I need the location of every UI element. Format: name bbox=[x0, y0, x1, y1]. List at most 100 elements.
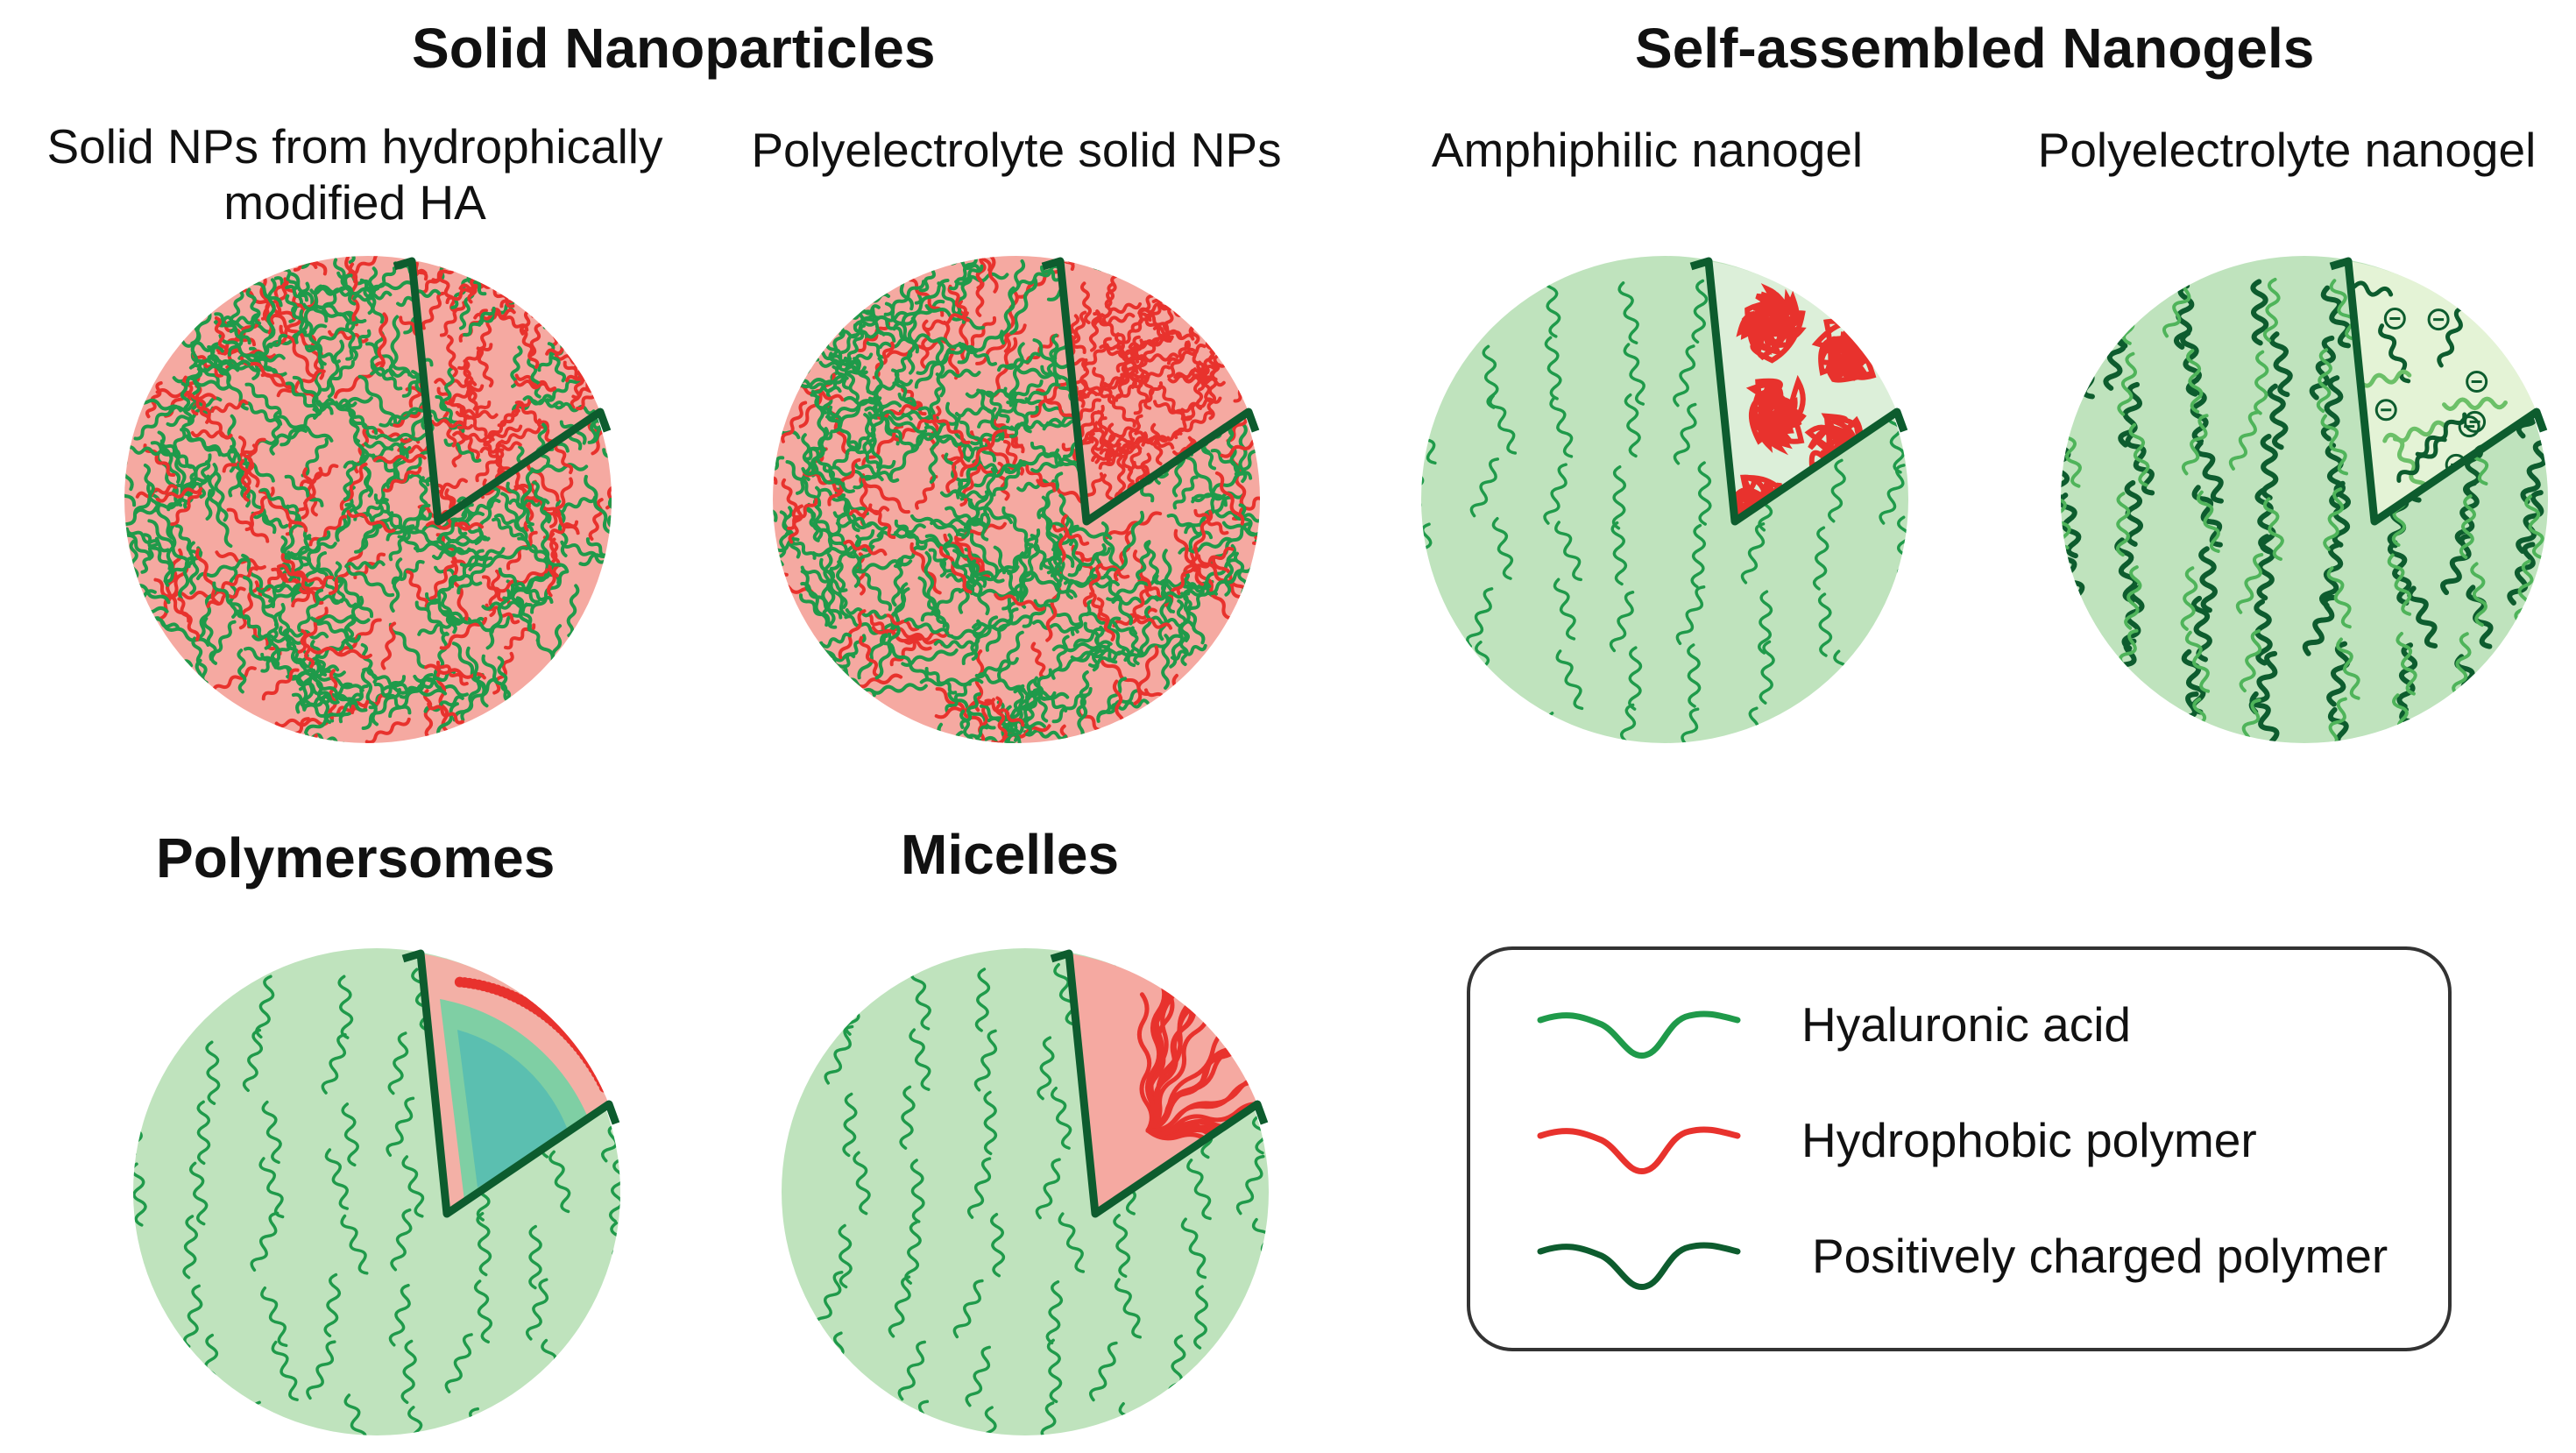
hydrophobic-polymer-chain bbox=[1235, 370, 1260, 400]
hydrophobic-polymer-chain bbox=[576, 331, 594, 366]
lipid-head bbox=[588, 1063, 598, 1074]
hydrophobic-domain bbox=[1816, 322, 1881, 380]
hydrophobic-polymer-chain bbox=[1256, 400, 1295, 408]
hyaluronic-acid-chain bbox=[2539, 648, 2555, 709]
heading-micelles: Micelles bbox=[901, 822, 1119, 887]
hyaluronic-acid-chain bbox=[2043, 379, 2070, 436]
hyaluronic-acid-chain bbox=[2535, 707, 2546, 769]
hydrophobic-polymer-chain bbox=[1225, 324, 1257, 347]
hyaluronic-acid-chain bbox=[1897, 718, 1909, 779]
hyaluronic-acid-chain bbox=[609, 1273, 624, 1334]
hydrophobic-polymer-chain bbox=[458, 233, 470, 272]
polymer-chain bbox=[2480, 213, 2501, 272]
hyaluronic-acid-chain bbox=[768, 980, 790, 1038]
hydrophobic-polymer-chain bbox=[1182, 224, 1189, 264]
hyaluronic-acid-chain bbox=[2537, 340, 2563, 397]
wavy-line-icon bbox=[1532, 985, 1742, 1064]
polymer-chain bbox=[315, 735, 329, 776]
hydrophobic-polymer-chain bbox=[1219, 351, 1256, 366]
hyaluronic-acid-chain bbox=[2061, 706, 2082, 766]
hyaluronic-acid-chain bbox=[766, 1347, 791, 1404]
hyaluronic-acid-chain bbox=[593, 1346, 612, 1406]
hyaluronic-acid-chain bbox=[585, 971, 611, 1028]
hyaluronic-acid-chain bbox=[1164, 1409, 1185, 1453]
hyaluronic-acid-chain bbox=[1408, 462, 1422, 523]
hydrophobic-polymer-chain bbox=[606, 245, 617, 284]
hydrophobic-polymer-chain bbox=[595, 238, 606, 277]
hyaluronic-acid-chain bbox=[2052, 762, 2071, 822]
charge-icon bbox=[2512, 322, 2531, 342]
hyaluronic-acid-chain bbox=[139, 1347, 159, 1407]
hydrophobic-polymer-chain bbox=[1229, 304, 1268, 315]
hyaluronic-acid-chain bbox=[754, 1161, 775, 1220]
hydrophobic-polymer-chain bbox=[563, 271, 588, 302]
hyaluronic-acid-chain bbox=[1267, 1272, 1289, 1331]
wavy-line bbox=[1540, 1245, 1737, 1287]
hydrophobic-polymer-chain bbox=[1187, 272, 1214, 301]
legend: Hyaluronic acid Hydrophobic polymer Posi… bbox=[1467, 946, 2452, 1351]
wavy-line-icon bbox=[1532, 1101, 1742, 1180]
hyaluronic-acid-chain bbox=[128, 978, 141, 1039]
wavy-line-icon bbox=[1532, 1216, 1742, 1295]
hyaluronic-acid-chain bbox=[2045, 692, 2063, 753]
hydrophobic-polymer-chain bbox=[576, 308, 609, 329]
hydrophobic-polymer-chain bbox=[1153, 263, 1191, 277]
hydrophobic-polymer-chain bbox=[1256, 373, 1263, 413]
legend-item-hydrophobic-polymer: Hydrophobic polymer bbox=[1532, 1101, 2257, 1180]
hydrophobic-polymer-chain bbox=[1241, 324, 1275, 345]
hydrophobic-polymer-chain bbox=[598, 289, 634, 305]
hydrophobic-polymer-chain bbox=[1242, 372, 1277, 391]
hyaluronic-acid-chain bbox=[166, 977, 193, 1033]
hyaluronic-acid-chain bbox=[2535, 637, 2560, 694]
hydrophobic-polymer-chain bbox=[579, 306, 612, 328]
hydrophobic-polymer-chain bbox=[540, 260, 579, 269]
hydrophobic-polymer-chain bbox=[1214, 250, 1222, 289]
polymer-chain bbox=[938, 725, 946, 781]
hydrophobic-polymer-chain bbox=[552, 308, 568, 345]
hyaluronic-acid-chain bbox=[1409, 347, 1423, 408]
hydrophobic-polymer-chain bbox=[1237, 277, 1260, 309]
legend-item-hyaluronic-acid: Hyaluronic acid bbox=[1532, 985, 2131, 1064]
micelle-diagram bbox=[762, 938, 1288, 1446]
hyaluronic-acid-chain bbox=[2516, 755, 2544, 811]
polyelectrolyte-solid-np-diagram bbox=[754, 245, 1279, 754]
hydrophobic-polymer-chain bbox=[541, 291, 566, 322]
hyaluronic-acid-chain bbox=[612, 1223, 625, 1285]
hyaluronic-acid-chain bbox=[1405, 651, 1417, 712]
hyaluronic-acid-chain bbox=[108, 1408, 125, 1453]
hydrophobic-polymer-chain bbox=[553, 230, 575, 264]
hyaluronic-acid-chain bbox=[1900, 280, 1918, 340]
polyelectrolyte-nanogel-diagram bbox=[2042, 245, 2567, 754]
hydrophobic-polymer-chain bbox=[1259, 322, 1298, 331]
hyaluronic-acid-chain bbox=[244, 1402, 261, 1453]
hydrophobic-polymer-chain bbox=[606, 387, 639, 410]
polymer-chain bbox=[1256, 532, 1306, 540]
hyaluronic-acid-chain bbox=[599, 1400, 625, 1453]
hydrophobic-polymer-chain bbox=[1174, 254, 1200, 284]
hydrophobic-polymer-chain bbox=[1227, 285, 1250, 317]
hyaluronic-acid-chain bbox=[2460, 746, 2475, 807]
hyaluronic-acid-chain bbox=[2535, 703, 2561, 760]
polymer-chain bbox=[1254, 512, 1300, 543]
hyaluronic-acid-chain bbox=[110, 1025, 137, 1082]
hyaluronic-acid-chain bbox=[782, 1028, 796, 1089]
hydrophobic-polymer-chain bbox=[518, 267, 555, 284]
hydrophobic-polymer-chain bbox=[598, 356, 627, 382]
polymer-chain bbox=[610, 500, 627, 543]
hydrophobic-polymer-chain bbox=[1231, 301, 1255, 334]
label-solid-nps-hydrophobically-modified: Solid NPs from hydrophically modified HA bbox=[18, 119, 692, 231]
hydrophobic-polymer-chain bbox=[1228, 292, 1265, 308]
hyaluronic-acid-chain bbox=[2515, 287, 2537, 346]
hydrophobic-polymer-chain bbox=[597, 362, 635, 371]
hyaluronic-acid-chain bbox=[2240, 756, 2259, 817]
hyaluronic-acid-chain bbox=[2376, 757, 2400, 815]
polymer-chain bbox=[1146, 690, 1190, 712]
hyaluronic-acid-chain bbox=[2058, 355, 2070, 416]
polymer-chain bbox=[747, 469, 775, 521]
hydrophobic-polymer-chain bbox=[561, 294, 570, 334]
hydrophobic-polymer-chain bbox=[557, 287, 571, 324]
hyaluronic-acid-chain bbox=[2130, 695, 2150, 755]
hydrophobic-polymer-chain bbox=[1218, 329, 1257, 335]
hyaluronic-acid-chain bbox=[1476, 718, 1490, 778]
hydrophobic-polymer-chain bbox=[1154, 252, 1184, 279]
